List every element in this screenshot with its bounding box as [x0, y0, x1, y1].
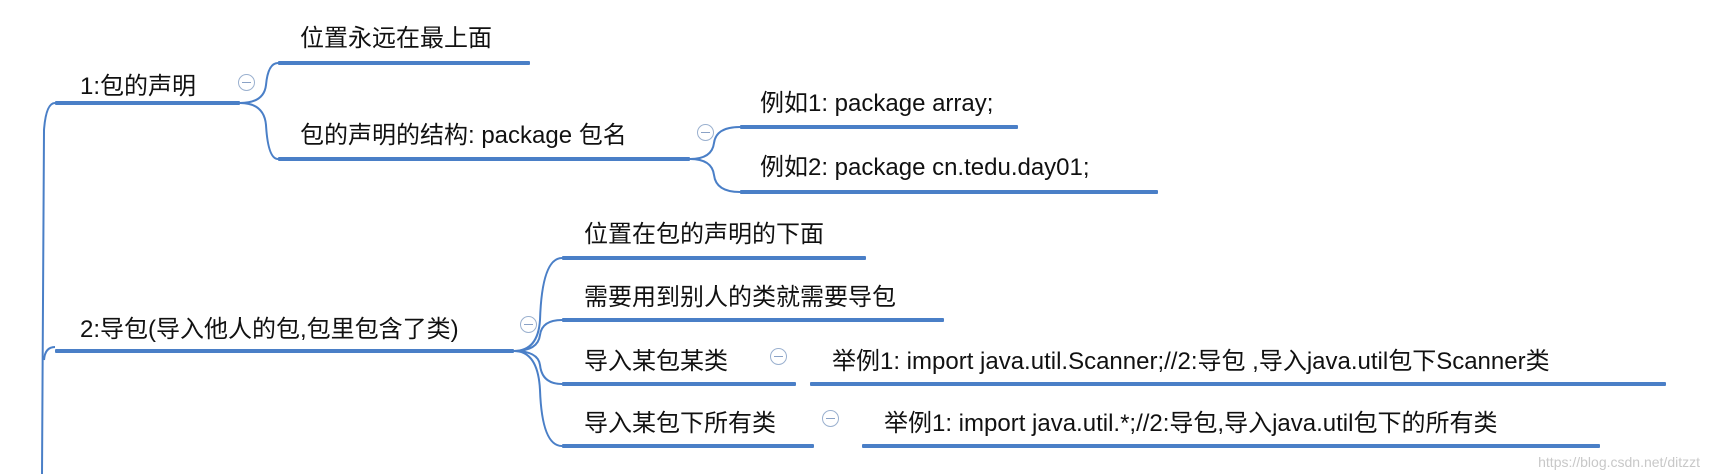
connector-c2-to-g1	[689, 126, 741, 160]
connector-b2-to-c4	[513, 350, 563, 447]
topic-label: 举例1: import java.util.Scanner;//2:导包 ,导入…	[832, 348, 1550, 375]
node-underline	[562, 256, 866, 260]
branch-label: 1:包的声明	[80, 73, 197, 100]
collapse-toggle-icon[interactable]	[238, 74, 255, 91]
connector-b2-to-c2	[513, 319, 563, 352]
connector-b1-to-c1	[239, 62, 279, 104]
topic-label: 需要用到别人的类就需要导包	[584, 284, 896, 311]
node-underline	[740, 125, 1018, 129]
node-underline	[55, 101, 240, 105]
connector-root-to-branch2	[43, 346, 56, 361]
node-underline	[562, 444, 814, 448]
connector-b2-to-c3	[513, 350, 563, 385]
topic-label: 导入某包下所有类	[584, 410, 776, 437]
node-underline	[562, 318, 944, 322]
watermark: https://blog.csdn.net/ditzzt	[1538, 454, 1700, 470]
topic-label: 包的声明的结构: package 包名	[300, 122, 627, 149]
collapse-toggle-icon[interactable]	[770, 348, 787, 365]
connector-c2-to-g2	[689, 158, 741, 193]
topic-label: 例如1: package array;	[760, 90, 994, 117]
topic-label: 举例1: import java.util.*;//2:导包,导入java.ut…	[884, 410, 1498, 437]
connector-b2-to-c1	[513, 257, 563, 352]
collapse-toggle-icon[interactable]	[520, 316, 537, 333]
topic-label: 位置永远在最上面	[300, 25, 492, 52]
connector-root-trunk	[41, 102, 56, 474]
branch-label: 2:导包(导入他人的包,包里包含了类)	[80, 316, 459, 343]
collapse-toggle-icon[interactable]	[697, 124, 714, 141]
topic-label: 位置在包的声明的下面	[584, 221, 824, 248]
node-underline	[278, 157, 690, 161]
node-underline	[740, 190, 1158, 194]
node-underline	[862, 444, 1600, 448]
node-underline	[55, 349, 514, 353]
node-underline	[562, 382, 796, 386]
node-underline	[810, 382, 1666, 386]
connector-b1-to-c2	[239, 102, 279, 160]
topic-label: 例如2: package cn.tedu.day01;	[760, 154, 1090, 181]
topic-label: 导入某包某类	[584, 348, 728, 375]
node-underline	[278, 61, 530, 65]
collapse-toggle-icon[interactable]	[822, 410, 839, 427]
